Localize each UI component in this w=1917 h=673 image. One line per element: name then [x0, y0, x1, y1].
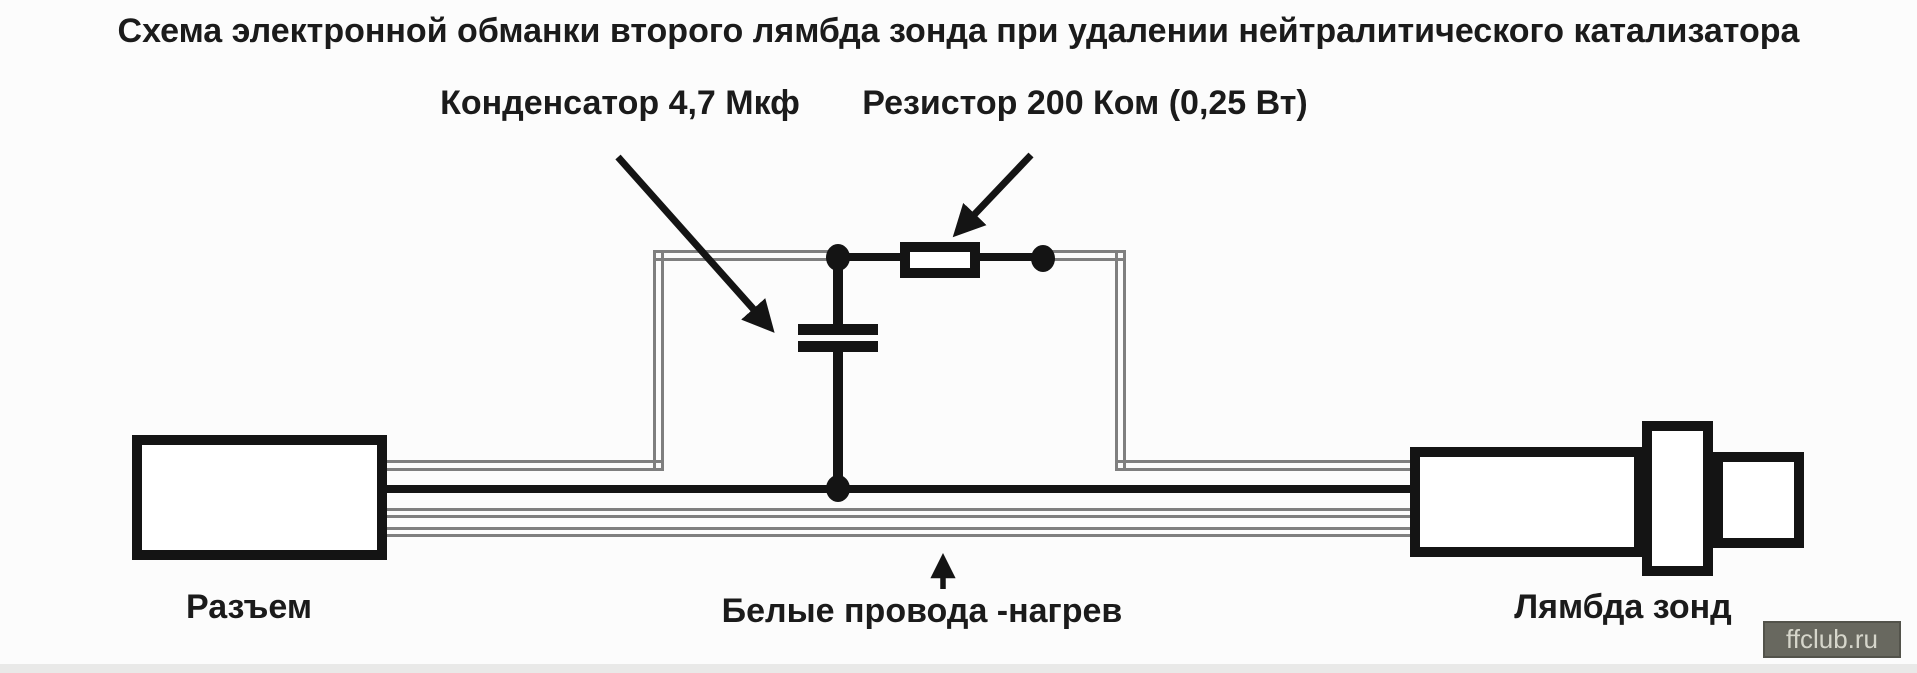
signal-wire-vertical-left	[653, 250, 664, 471]
junction-dot-capacitor-top	[826, 244, 850, 271]
heater-wire-2	[387, 527, 1419, 537]
lambda-sensor-tip	[1713, 452, 1804, 548]
signal-wire-horizontal-left	[387, 460, 664, 471]
resistor-label: Резистор 200 Ком (0,25 Вт)	[862, 84, 1308, 122]
lambda-sensor-nut	[1642, 421, 1713, 576]
heater-wires-label: Белые провода -нагрев	[721, 592, 1123, 630]
capacitor-lead-top	[833, 257, 843, 327]
signal-wire-top-left	[653, 250, 843, 261]
capacitor-pointer-arrow	[615, 154, 775, 333]
main-signal-wire	[387, 485, 1419, 493]
junction-dot-resistor-right	[1031, 245, 1055, 272]
heater-wire-1	[387, 508, 1419, 518]
signal-wire-top-right	[1043, 250, 1126, 261]
resistor-symbol	[900, 242, 980, 278]
watermark-badge: ffclub.ru	[1763, 621, 1901, 658]
lambda-sensor-body	[1410, 447, 1644, 557]
connector-label: Разъем	[185, 588, 312, 626]
capacitor-label: Конденсатор 4,7 Мкф	[440, 84, 800, 122]
capacitor-lead-bottom	[833, 352, 843, 492]
signal-wire-horizontal-right	[1115, 460, 1419, 471]
capacitor-plate-top	[798, 324, 878, 335]
connector-box	[132, 435, 387, 560]
capacitor-plate-bottom	[798, 341, 878, 352]
signal-wire-vertical-right	[1115, 250, 1126, 471]
resistor-pointer-arrow	[952, 152, 1034, 238]
diagram-title: Схема электронной обманки второго лямбда…	[117, 12, 1800, 50]
junction-dot-signal-bottom	[826, 475, 850, 502]
image-edge-artifact	[0, 664, 1917, 673]
lambda-sensor-label: Лямбда зонд	[1514, 588, 1732, 626]
